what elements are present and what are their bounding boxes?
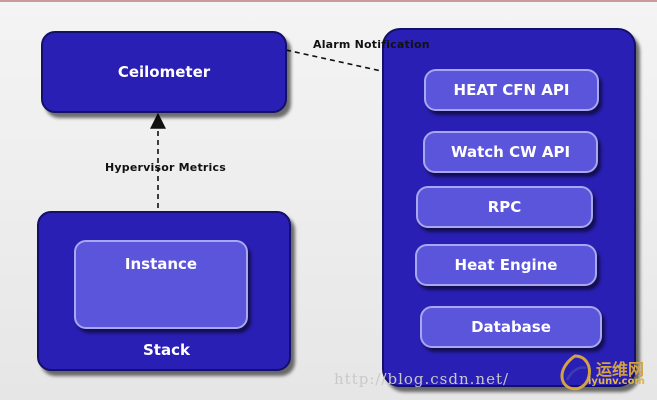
stack-label: Stack (143, 341, 190, 359)
hypervisor-metrics-label: Hypervisor Metrics (105, 161, 226, 174)
instance-label: Instance (124, 255, 198, 273)
alarm-notification-label: Alarm Notification (313, 38, 430, 51)
top-border-line (0, 0, 657, 2)
logo-english-text: iyunv.com (588, 376, 645, 387)
instance-node[interactable]: Instance (74, 240, 248, 329)
database-node[interactable]: Database (420, 306, 602, 348)
logo-chinese-text: 运维网 (596, 360, 645, 379)
heat-engine-label: Heat Engine (454, 256, 558, 274)
logo-icon (560, 354, 591, 391)
ceilometer-node[interactable]: Ceilometer (41, 31, 287, 113)
stack-node[interactable]: Instance Stack (37, 211, 291, 371)
database-label: Database (471, 318, 551, 336)
heat-engine-node[interactable]: Heat Engine (415, 244, 597, 286)
watch-cw-api-node[interactable]: Watch CW API (423, 131, 598, 173)
site-logo: 运维网 iyunv.com (558, 354, 654, 396)
rpc-label: RPC (487, 198, 522, 216)
watermark-url: http://blog.csdn.net/ (334, 370, 510, 388)
heat-cfn-api-node[interactable]: HEAT CFN API (424, 69, 599, 111)
rpc-node[interactable]: RPC (416, 186, 593, 228)
watch-cw-api-label: Watch CW API (450, 143, 571, 161)
heat-cfn-api-label: HEAT CFN API (453, 81, 570, 99)
ceilometer-label: Ceilometer (117, 63, 211, 81)
